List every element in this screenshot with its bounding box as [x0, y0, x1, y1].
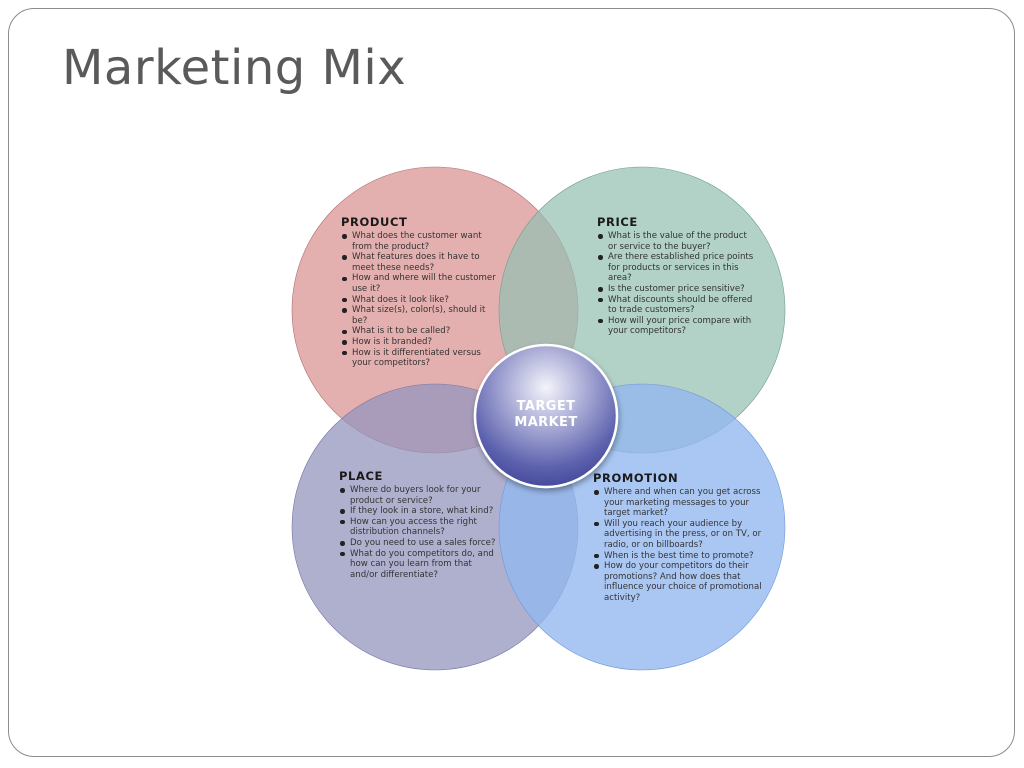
quadrant-promotion-title: PROMOTION	[593, 471, 679, 485]
quadrant-product-list: What does the customer want from the pro…	[341, 231, 501, 369]
quadrant-place-list: Where do buyers look for your product or…	[339, 485, 497, 580]
quadrant-place-title: PLACE	[339, 469, 383, 483]
quadrant-price-title: PRICE	[597, 215, 638, 229]
list-item: Are there established price points for p…	[597, 252, 757, 284]
list-item: When is the best time to promote?	[593, 551, 773, 562]
quadrant-promotion: PROMOTION Where and when can you get acr…	[593, 471, 773, 604]
list-item: How and where will the customer use it?	[341, 273, 501, 294]
quadrant-price: PRICE What is the value of the product o…	[597, 215, 757, 337]
list-item: What size(s), color(s), should it be?	[341, 305, 501, 326]
list-item: Is the customer price sensitive?	[597, 284, 757, 295]
list-item: What is the value of the product or serv…	[597, 231, 757, 252]
quadrant-place: PLACE Where do buyers look for your prod…	[339, 469, 497, 580]
list-item: What is it to be called?	[341, 326, 501, 337]
list-item: What discounts should be offered to trad…	[597, 295, 757, 316]
quadrant-promotion-list: Where and when can you get across your m…	[593, 487, 773, 604]
target-market-label: TARGET MARKET	[476, 399, 616, 431]
list-item: If they look in a store, what kind?	[339, 506, 497, 517]
quadrant-product-title: PRODUCT	[341, 215, 408, 229]
list-item: How will your price compare with your co…	[597, 316, 757, 337]
list-item: Will you reach your audience by advertis…	[593, 519, 773, 551]
list-item: How is it branded?	[341, 337, 501, 348]
list-item: What do you competitors do, and how can …	[339, 549, 497, 581]
list-item: What features does it have to meet these…	[341, 252, 501, 273]
target-market-hub	[473, 343, 619, 489]
quadrant-product: PRODUCT What does the customer want from…	[341, 215, 501, 369]
target-market-line-2: MARKET	[514, 415, 578, 430]
list-item: What does it look like?	[341, 295, 501, 306]
target-market-line-1: TARGET	[516, 399, 576, 414]
list-item: How can you access the right distributio…	[339, 517, 497, 538]
list-item: How is it differentiated versus your com…	[341, 348, 501, 369]
list-item: How do your competitors do their promoti…	[593, 561, 773, 603]
list-item: Do you need to use a sales force?	[339, 538, 497, 549]
slide-title: Marketing Mix	[62, 40, 407, 96]
list-item: What does the customer want from the pro…	[341, 231, 501, 252]
list-item: Where and when can you get across your m…	[593, 487, 773, 519]
list-item: Where do buyers look for your product or…	[339, 485, 497, 506]
quadrant-price-list: What is the value of the product or serv…	[597, 231, 757, 337]
